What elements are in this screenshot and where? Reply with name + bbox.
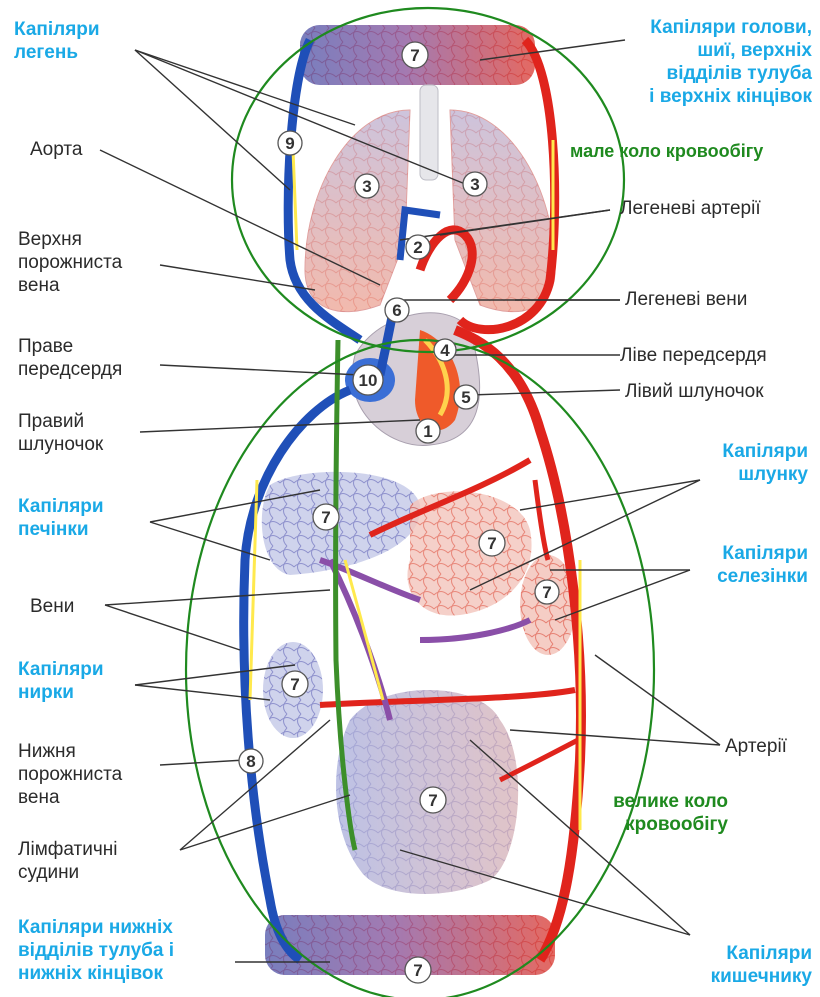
marker-number: 3 (362, 177, 371, 196)
label-pulmonary-circulation: мале коло кровообігу (570, 140, 763, 163)
label-veins: Вени (30, 595, 74, 618)
marker-number: 9 (285, 134, 294, 153)
label-left-ventricle: Лівий шлуночок (625, 380, 764, 403)
marker-m10: 10 (353, 365, 383, 395)
marker-m7-top: 7 (402, 42, 428, 68)
marker-number: 1 (423, 422, 432, 441)
marker-number: 7 (413, 961, 422, 980)
marker-m2: 2 (406, 235, 430, 259)
marker-number: 8 (246, 752, 255, 771)
marker-m7-bottom: 7 (405, 957, 431, 983)
marker-m4: 4 (434, 339, 456, 361)
marker-number: 3 (470, 175, 479, 194)
marker-m8: 8 (239, 749, 263, 773)
marker-m7-liver: 7 (313, 504, 339, 530)
marker-m9: 9 (278, 131, 302, 155)
label-pulmonary-veins: Легеневі вени (625, 288, 747, 311)
marker-number: 4 (440, 341, 450, 360)
marker-m6: 6 (385, 298, 409, 322)
marker-number: 7 (290, 675, 299, 694)
marker-m7-spleen: 7 (535, 580, 559, 604)
marker-number: 7 (428, 791, 437, 810)
marker-m1: 1 (416, 419, 440, 443)
label-head-capillaries: Капіляри голови,шиї, верхніх відділів ту… (649, 16, 812, 108)
marker-m3a: 3 (355, 174, 379, 198)
marker-m7-intestine: 7 (420, 787, 446, 813)
marker-m3b: 3 (463, 172, 487, 196)
marker-number: 6 (392, 301, 401, 320)
label-left-atrium: Ліве передсердя (620, 344, 767, 367)
marker-m7-stomach: 7 (479, 530, 505, 556)
label-arteries: Артерії (725, 735, 787, 758)
marker-number: 10 (359, 371, 378, 390)
marker-m5: 5 (454, 385, 478, 409)
marker-number: 7 (542, 583, 551, 602)
marker-m7-kidney: 7 (282, 671, 308, 697)
marker-number: 5 (461, 388, 470, 407)
marker-number: 7 (410, 46, 419, 65)
marker-number: 7 (321, 508, 330, 527)
label-aorta: Аорта (30, 138, 82, 161)
label-pulmonary-arteries: Легеневі артерії (620, 197, 761, 220)
marker-number: 7 (487, 534, 496, 553)
marker-number: 2 (413, 238, 422, 257)
trachea (420, 85, 438, 180)
